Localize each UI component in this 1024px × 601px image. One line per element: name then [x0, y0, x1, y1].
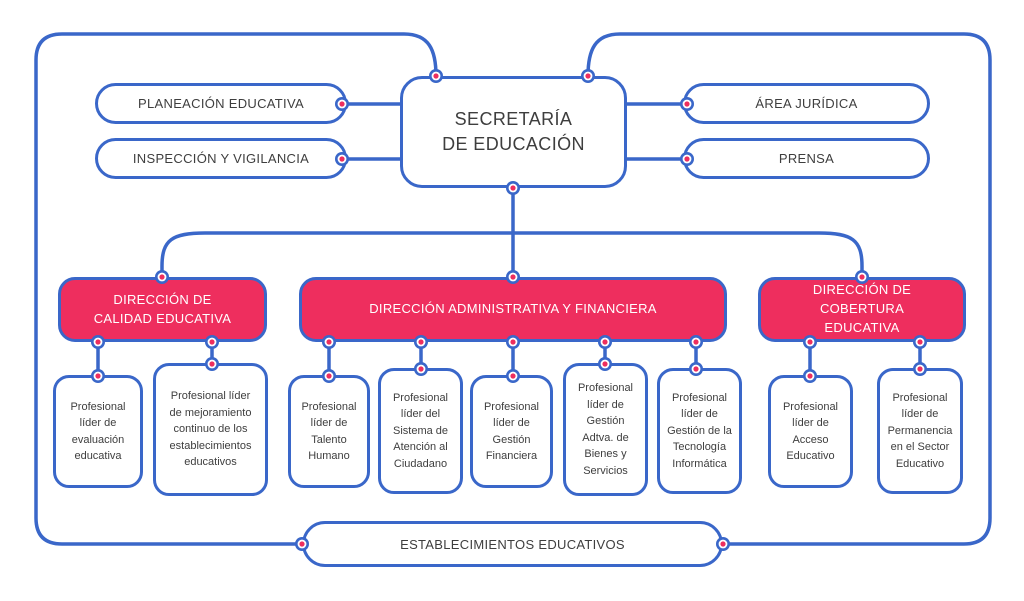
node-direccion-administrativa-financiera: DIRECCIÓN ADMINISTRATIVA Y FINANCIERA [299, 277, 727, 342]
node-label: DIRECCIÓN DE COBERTURA EDUCATIVA [812, 282, 912, 335]
node-establecimientos-educativos: ESTABLECIMIENTOS EDUCATIVOS [302, 521, 723, 567]
node-profesional-acceso-educativo: Profesional líder de Acceso Educativo [768, 375, 853, 488]
node-secretaria-educacion: SECRETARÍA DE EDUCACIÓN [400, 76, 627, 188]
node-planeacion-educativa: PLANEACIÓN EDUCATIVA [95, 83, 347, 124]
node-label: Profesional líder de Permanencia en el S… [887, 391, 953, 470]
node-inspeccion-vigilancia: INSPECCIÓN Y VIGILANCIA [95, 138, 347, 179]
node-prensa: PRENSA [683, 138, 930, 179]
node-label: INSPECCIÓN Y VIGILANCIA [132, 151, 310, 166]
node-label: PLANEACIÓN EDUCATIVA [138, 96, 304, 111]
node-profesional-atencion-ciudadano: Profesional líder del Sistema de Atenció… [378, 368, 463, 494]
node-label: DIRECCIÓN DE CALIDAD EDUCATIVA [93, 291, 232, 326]
node-label: Profesional líder de Gestión Adtva. de B… [577, 382, 634, 477]
node-label: Profesional líder de Talento Humano [301, 400, 357, 463]
node-profesional-mejoramiento-continuo: Profesional líder de mejoramiento contin… [153, 363, 268, 496]
node-profesional-bienes-servicios: Profesional líder de Gestión Adtva. de B… [563, 363, 648, 496]
node-area-juridica: ÁREA JURÍDICA [683, 83, 930, 124]
node-label: Profesional líder de mejoramiento contin… [169, 390, 252, 469]
node-profesional-evaluacion-educativa: Profesional líder de evaluación educativ… [53, 375, 143, 488]
root-title-line1: SECRETARÍA [454, 108, 573, 129]
node-label: DIRECCIÓN ADMINISTRATIVA Y FINANCIERA [369, 301, 657, 317]
node-label: PRENSA [778, 151, 835, 166]
node-profesional-tecnologia-informatica: Profesional líder de Gestión de la Tecno… [657, 368, 742, 494]
node-label: Profesional líder de Gestión Financiera [483, 400, 540, 463]
node-label: Profesional líder de Acceso Educativo [782, 400, 839, 463]
node-profesional-permanencia-sector: Profesional líder de Permanencia en el S… [877, 368, 963, 494]
node-label: ÁREA JURÍDICA [755, 96, 858, 111]
node-profesional-talento-humano: Profesional líder de Talento Humano [288, 375, 370, 488]
directorates-branch-line [160, 231, 864, 280]
node-label: ESTABLECIMIENTOS EDUCATIVOS [400, 536, 625, 552]
node-direccion-cobertura-educativa: DIRECCIÓN DE COBERTURA EDUCATIVA [758, 277, 966, 342]
node-label: Profesional líder de Gestión de la Tecno… [667, 391, 732, 470]
root-title-line2: DE EDUCACIÓN [442, 134, 585, 154]
node-direccion-calidad-educativa: DIRECCIÓN DE CALIDAD EDUCATIVA [58, 277, 267, 342]
node-profesional-gestion-financiera: Profesional líder de Gestión Financiera [470, 375, 553, 488]
node-label: Profesional líder de evaluación educativ… [70, 400, 126, 463]
node-label: Profesional líder del Sistema de Atenció… [392, 391, 449, 470]
